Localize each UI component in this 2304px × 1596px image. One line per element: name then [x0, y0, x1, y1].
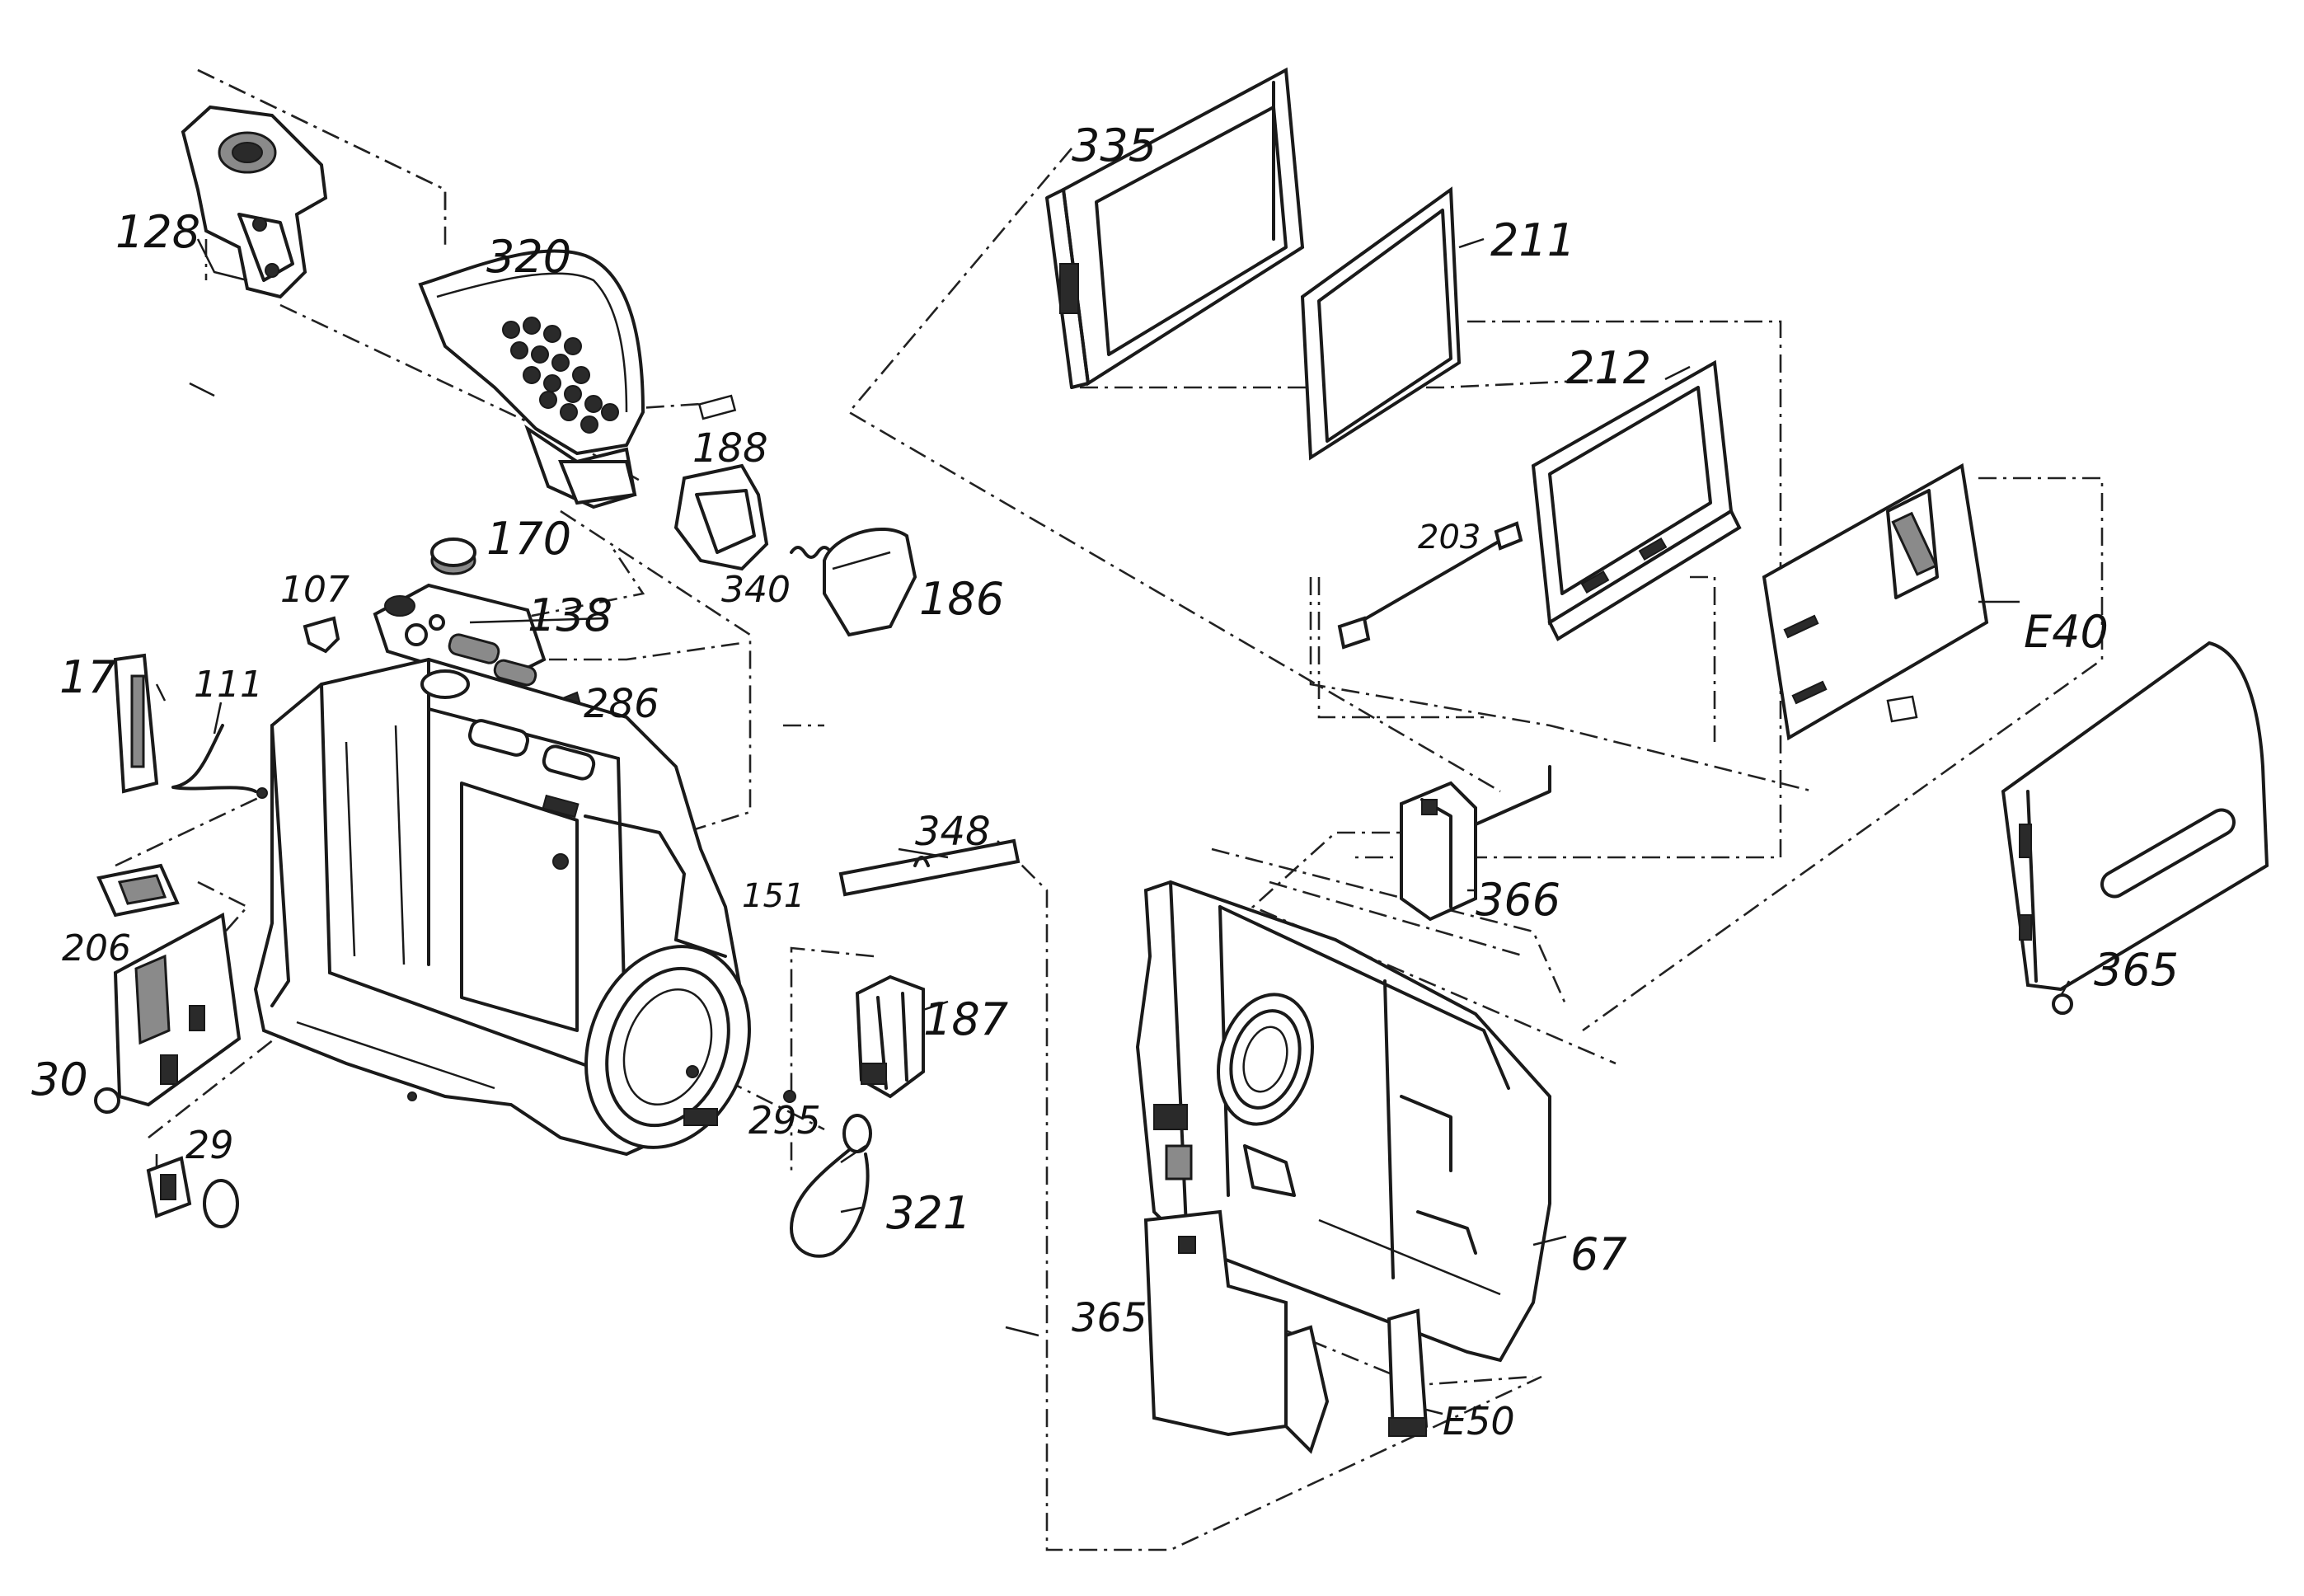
part-203-lamp: [1337, 521, 1523, 650]
label-17: 17: [59, 651, 116, 703]
part-365-side-cover: [2001, 641, 2269, 1015]
label-111: 111: [194, 664, 263, 706]
label-212: 212: [1566, 342, 1651, 394]
label-128: 128: [115, 206, 200, 258]
part-365-bottom-board: [1143, 1209, 1330, 1454]
part-151-front-frame: [253, 657, 751, 1157]
part-128-viewfinder: [181, 105, 328, 299]
label-211: 211: [1490, 214, 1575, 266]
part-E50-board: [1387, 1308, 1429, 1437]
part-321-strap: [790, 1114, 872, 1258]
label-366: 366: [1476, 874, 1560, 926]
part-320-grip-cover: [418, 249, 645, 509]
label-138: 138: [528, 589, 612, 641]
part-206-plate: [96, 863, 180, 918]
label-365-bottom: 365: [1072, 1295, 1147, 1341]
label-335: 335: [1072, 120, 1157, 171]
leader-lines: [155, 237, 2071, 1415]
part-335-lcd-frame: [1045, 67, 1305, 389]
label-286: 286: [584, 681, 659, 727]
part-67-rear-housing: [1135, 880, 1551, 1363]
label-340: 340: [721, 569, 791, 611]
label-E50: E50: [1443, 1399, 1515, 1443]
label-67: 67: [1570, 1228, 1627, 1280]
label-E40: E40: [2024, 606, 2109, 658]
label-29: 29: [185, 1123, 234, 1167]
part-348-flex-cable: [838, 838, 1021, 897]
part-187-bracket: [855, 974, 925, 1099]
part-340-spring: [790, 546, 833, 559]
label-320: 320: [486, 231, 571, 283]
part-211-lcd-glass: [1300, 186, 1462, 461]
part-188: [673, 394, 769, 571]
part-30-board: [94, 912, 242, 1114]
part-212-backlight: [1531, 359, 1742, 641]
label-151: 151: [742, 877, 805, 915]
label-186: 186: [919, 573, 1004, 625]
part-295-screw: [783, 1090, 796, 1103]
label-295: 295: [748, 1098, 821, 1143]
label-348: 348: [915, 809, 991, 855]
part-111-cable: [171, 724, 268, 799]
label-206: 206: [62, 927, 131, 969]
part-170-button: [430, 537, 476, 575]
part-186-cap: [823, 528, 917, 637]
grip-texture: [502, 317, 619, 434]
label-203: 203: [1418, 519, 1480, 556]
part-17-panel: [113, 653, 159, 794]
label-30: 30: [31, 1054, 88, 1105]
label-321: 321: [886, 1187, 971, 1239]
label-170: 170: [486, 513, 571, 565]
part-29-connector: [146, 1156, 239, 1228]
label-365-right: 365: [2094, 944, 2179, 996]
part-138-switch-board: [373, 583, 547, 687]
part-366-hinge: [1400, 765, 1551, 922]
part-107-knob: [303, 616, 340, 654]
part-number-labels: 335 211 212 203 E40 128 320 188 170 107 …: [31, 120, 2179, 1443]
label-187: 187: [923, 993, 1008, 1045]
label-107: 107: [280, 569, 350, 611]
label-188: 188: [692, 425, 768, 472]
part-E40-board: [1762, 462, 1989, 741]
